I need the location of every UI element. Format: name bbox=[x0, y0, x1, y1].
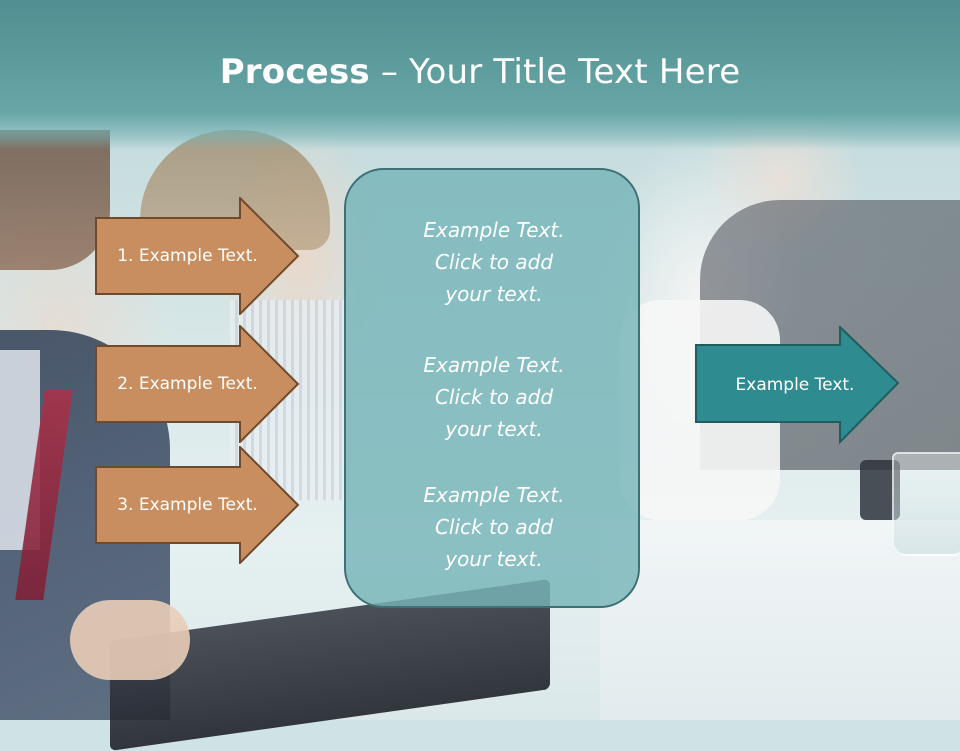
result-arrow-shape bbox=[695, 326, 900, 444]
title-rest: – Your Title Text Here bbox=[369, 52, 741, 92]
arrow-shape-1 bbox=[95, 197, 300, 315]
bg-hand bbox=[70, 600, 190, 680]
panel-text-block-3[interactable]: Example Text. Click to add your text. bbox=[423, 483, 565, 571]
result-arrow-label: Example Text. bbox=[735, 375, 855, 395]
arrow-shape-2 bbox=[95, 325, 300, 443]
bg-person-hair bbox=[0, 130, 110, 270]
process-step-label-1: 1. Example Text. bbox=[117, 246, 258, 266]
bg-glass bbox=[892, 452, 960, 556]
title-bold: Process bbox=[219, 52, 370, 92]
arrow-shape-3 bbox=[95, 446, 300, 564]
panel-text-block-1[interactable]: Example Text. Click to add your text. bbox=[423, 218, 565, 306]
title-band bbox=[0, 0, 960, 150]
center-text-panel[interactable]: Example Text. Click to add your text. Ex… bbox=[344, 168, 640, 608]
process-step-label-2: 2. Example Text. bbox=[117, 374, 258, 394]
result-arrow[interactable]: Example Text. bbox=[695, 326, 900, 444]
process-step-label-3: 3. Example Text. bbox=[117, 495, 258, 515]
process-step-arrow-1[interactable]: 1. Example Text. bbox=[95, 197, 300, 315]
panel-text-block-2[interactable]: Example Text. Click to add your text. bbox=[423, 353, 565, 441]
process-step-arrow-2[interactable]: 2. Example Text. bbox=[95, 325, 300, 443]
process-step-arrow-3[interactable]: 3. Example Text. bbox=[95, 446, 300, 564]
slide-title[interactable]: Process – Your Title Text Here bbox=[0, 52, 960, 92]
